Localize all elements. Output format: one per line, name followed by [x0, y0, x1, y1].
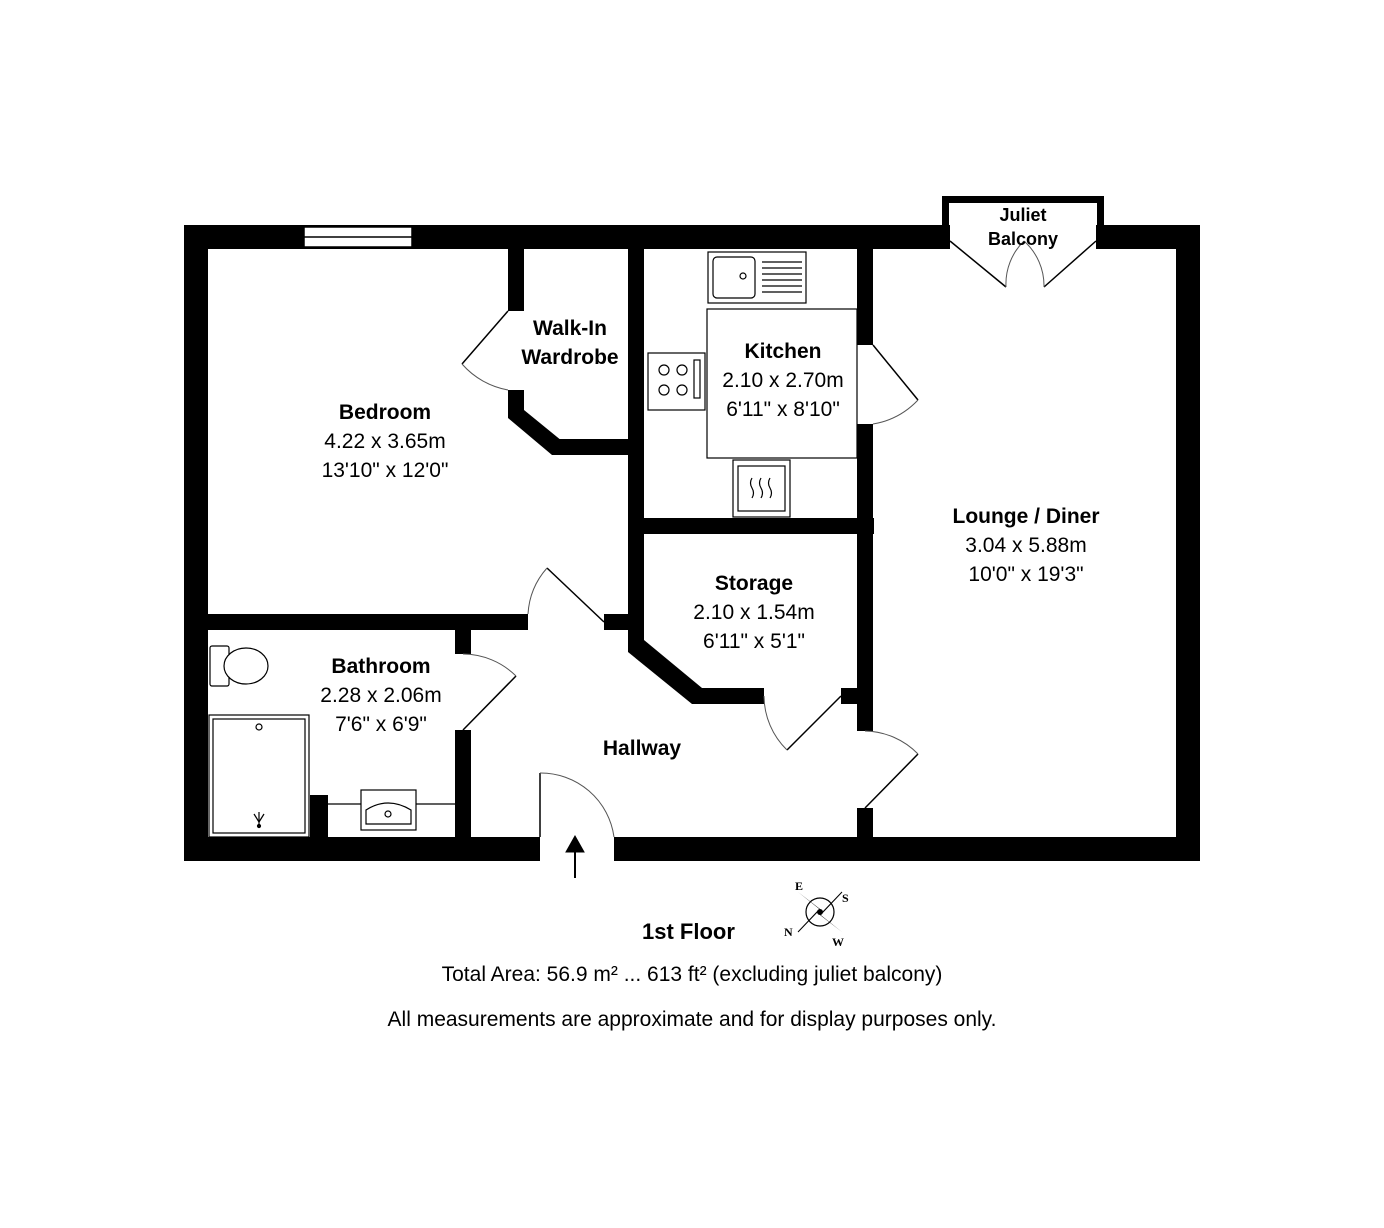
bathroom-title: Bathroom — [331, 655, 431, 678]
kitchen-left-wall — [628, 249, 644, 640]
storage-imperial: 6'11" x 5'1" — [703, 630, 805, 653]
bedroom-bottom-wall-right — [604, 614, 644, 630]
wardrobe-wall-upper — [508, 249, 524, 311]
storage-label: Storage 2.10 x 1.54m 6'11" x 5'1" — [669, 569, 839, 656]
compass-icon: E S N W — [784, 879, 849, 949]
lounge-metric: 3.04 x 5.88m — [965, 534, 1087, 557]
wardrobe-title-line1: Walk-In — [533, 317, 607, 340]
outer-wall-bottom-left — [184, 837, 540, 861]
bedroom-title: Bedroom — [338, 401, 432, 424]
bathroom-imperial: 7'6" x 6'9" — [335, 713, 427, 736]
compass-n: N — [784, 925, 793, 939]
basin-icon — [328, 789, 455, 831]
lounge-title: Lounge / Diner — [952, 505, 1100, 528]
floor-label: 1st Floor — [642, 919, 735, 944]
wardrobe-bottom-wall — [552, 439, 644, 455]
kitchen-right-wall-upper — [857, 249, 873, 345]
balcony-frame-left — [942, 196, 949, 232]
walls — [184, 196, 1200, 861]
kitchen-bottom-wall — [644, 518, 874, 534]
hall-lounge-wall-lower — [857, 808, 873, 838]
storage-metric: 2.10 x 1.54m — [693, 601, 815, 624]
bathroom-metric: 2.28 x 2.06m — [320, 684, 442, 707]
bath-shower-wall — [310, 795, 328, 837]
bath-right-wall-upper — [455, 630, 471, 654]
bathroom-fixtures — [208, 645, 455, 838]
lounge-label: Lounge / Diner 3.04 x 5.88m 10'0" x 19'3… — [916, 502, 1136, 589]
sink-icon — [707, 251, 807, 304]
bedroom-window — [303, 226, 413, 248]
storage-right-stub — [841, 688, 861, 704]
bedroom-imperial: 13'10" x 12'0" — [321, 459, 449, 482]
total-area: Total Area: 56.9 m² ... 613 ft² (excludi… — [441, 963, 943, 986]
doors — [461, 310, 919, 838]
storage-title: Storage — [714, 572, 794, 595]
balcony-doors — [949, 240, 1097, 288]
compass-e: E — [795, 879, 803, 893]
kitchen-title: Kitchen — [744, 340, 822, 363]
kitchen-fixtures — [647, 251, 858, 518]
wardrobe-wall-lower — [508, 390, 524, 415]
outer-wall-right — [1176, 225, 1200, 861]
disclaimer: All measurements are approximate and for… — [387, 1008, 997, 1031]
bathroom-label: Bathroom 2.28 x 2.06m 7'6" x 6'9" — [296, 652, 466, 739]
outer-wall-bottom-right — [614, 837, 1200, 861]
outer-wall-left — [184, 225, 208, 861]
wardrobe-title-line2: Wardrobe — [521, 346, 619, 369]
kitchen-label: Kitchen 2.10 x 2.70m 6'11" x 8'10" — [698, 337, 868, 424]
wardrobe-diagonal-wall — [508, 410, 562, 455]
compass-s: S — [842, 891, 849, 905]
entrance-arrow-icon — [565, 834, 585, 878]
kitchen-imperial: 6'11" x 8'10" — [726, 398, 840, 421]
hob-icon — [647, 352, 706, 411]
balcony-frame-right — [1097, 196, 1104, 232]
storage-bottom-wall — [692, 688, 764, 704]
kitchen-counter — [706, 308, 858, 459]
wardrobe-label: Walk-In Wardrobe — [505, 314, 635, 372]
toilet-icon — [209, 645, 269, 687]
kitchen-right-wall-lower — [857, 424, 873, 688]
balcony-frame-top — [942, 196, 1104, 203]
kitchen-metric: 2.10 x 2.70m — [722, 369, 844, 392]
compass-w: W — [832, 935, 844, 949]
hallway-label: Hallway — [572, 734, 712, 763]
storage-diagonal-wall — [628, 640, 702, 704]
bath-right-wall-lower — [455, 730, 471, 838]
hallway-title: Hallway — [602, 737, 682, 760]
balcony-title-line1: Juliet — [999, 205, 1047, 225]
bedroom-label: Bedroom 4.22 x 3.65m 13'10" x 12'0" — [285, 398, 485, 485]
boiler-icon — [732, 459, 791, 518]
bedroom-bottom-wall-left — [208, 614, 528, 630]
outer-wall-top-left — [184, 225, 950, 249]
balcony-title-line2: Balcony — [987, 229, 1059, 249]
shower-tray-icon — [208, 714, 310, 838]
bedroom-metric: 4.22 x 3.65m — [324, 430, 446, 453]
balcony-label: Juliet Balcony — [963, 203, 1083, 251]
lounge-imperial: 10'0" x 19'3" — [968, 563, 1084, 586]
